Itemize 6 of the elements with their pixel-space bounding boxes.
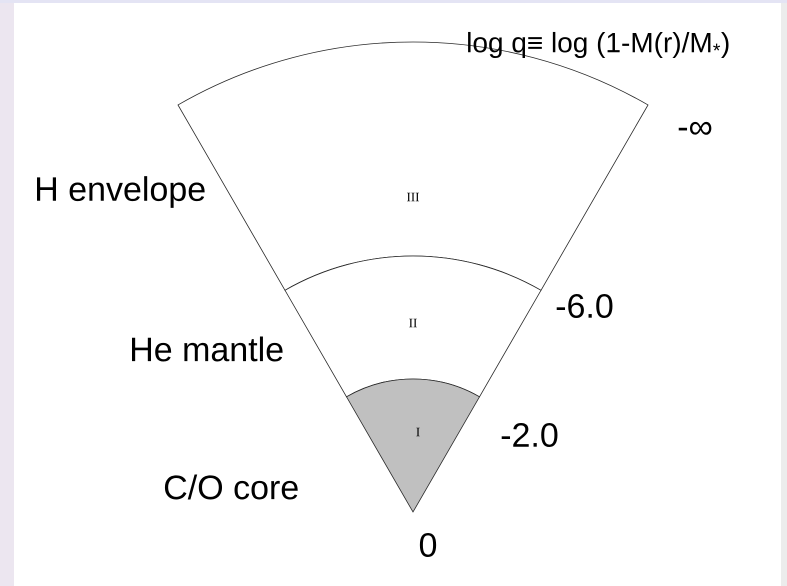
shell-region: II: [284, 256, 542, 398]
layer-label: He mantle: [132, 336, 283, 362]
shell-region: I: [346, 378, 480, 512]
scale-value: -2.0: [502, 422, 558, 448]
layer-label: C/O core: [164, 474, 298, 500]
scale-value: -6.0: [556, 294, 612, 318]
